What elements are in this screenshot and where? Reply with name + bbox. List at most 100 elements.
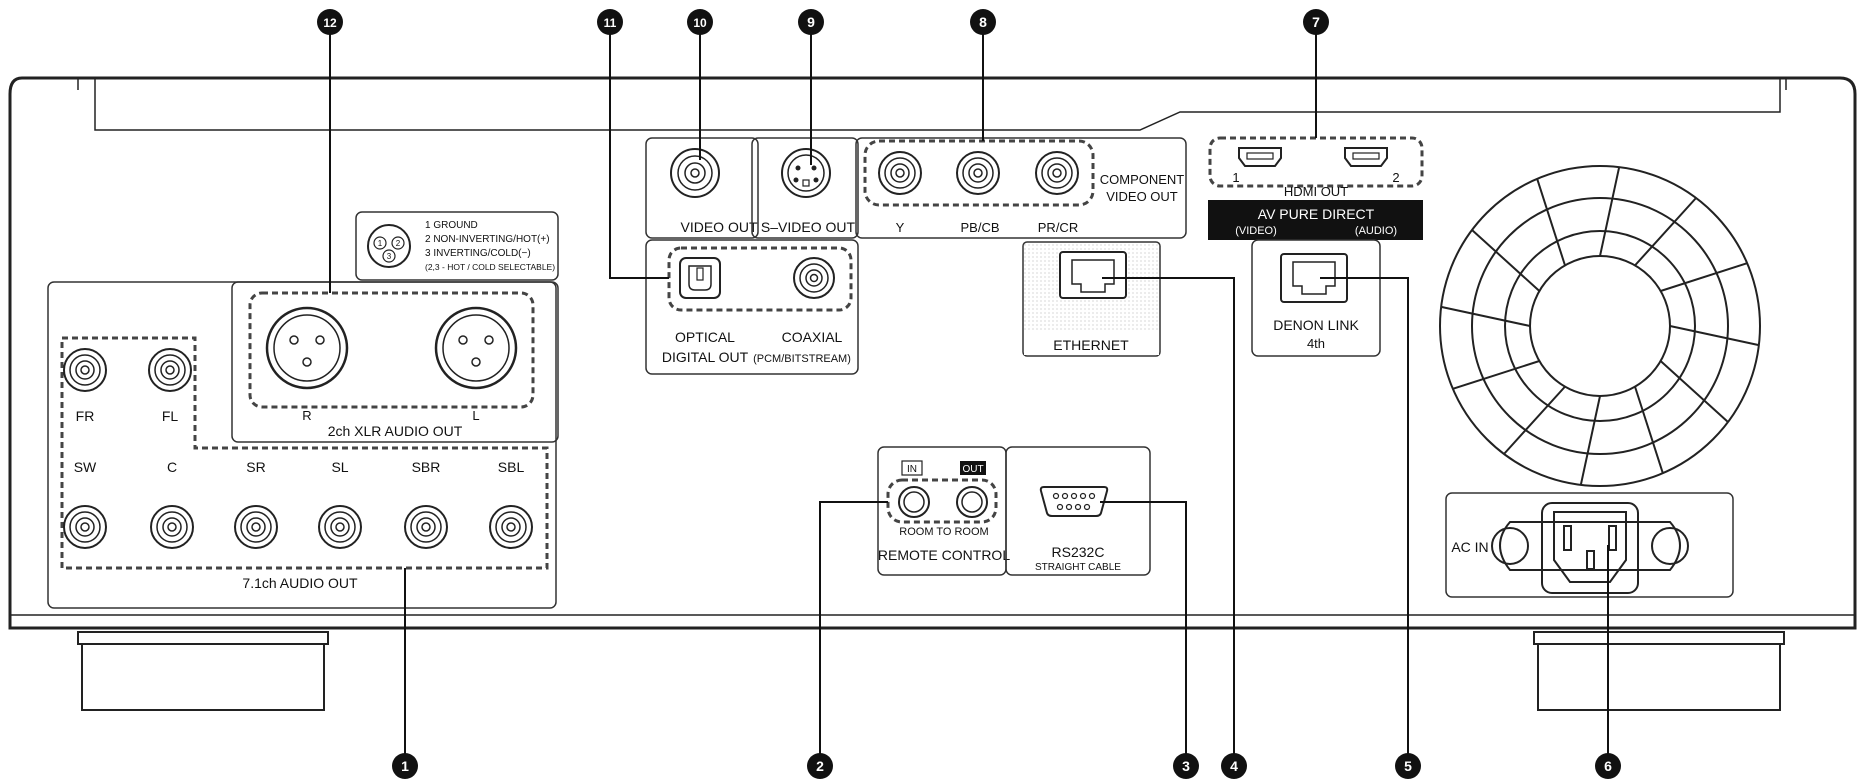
rs232c-title: RS232C xyxy=(1052,544,1105,560)
callout-8: 8 xyxy=(970,9,996,35)
fan-spoke xyxy=(1440,305,1531,327)
optical-jack[interactable] xyxy=(679,257,721,299)
audio-71-title: 7.1ch AUDIO OUT xyxy=(242,575,358,591)
fan-spoke xyxy=(1599,166,1621,257)
svg-text:10: 10 xyxy=(693,16,707,30)
fan-spoke xyxy=(1579,395,1601,486)
ac-inlet[interactable] xyxy=(1491,502,1689,594)
jack-sw[interactable] xyxy=(63,505,107,549)
label-fl: FL xyxy=(162,408,179,424)
remote-out-box xyxy=(960,461,986,475)
callout-3: 3 xyxy=(1173,753,1199,779)
xlr-title: 2ch XLR AUDIO OUT xyxy=(328,423,463,439)
digital-out-title: DIGITAL OUT xyxy=(662,349,749,365)
jack-sbr[interactable] xyxy=(404,505,448,549)
jack-sr[interactable] xyxy=(234,505,278,549)
callout-10: 10 xyxy=(687,9,713,35)
pin-2: 2 xyxy=(396,239,401,248)
jack-video-out[interactable] xyxy=(670,148,720,198)
callout-2: 2 xyxy=(807,753,833,779)
s-video-label: S–VIDEO OUT xyxy=(761,219,856,235)
audio-71-dashed-outline xyxy=(60,336,549,570)
svg-text:11: 11 xyxy=(604,16,617,30)
jack-c[interactable] xyxy=(150,505,194,549)
jack-pb-cb[interactable] xyxy=(956,151,1000,195)
rs232c-port[interactable] xyxy=(1039,486,1109,517)
component-dashed-outline xyxy=(863,139,1095,207)
fan-spoke xyxy=(1634,197,1697,267)
jack-y[interactable] xyxy=(878,151,922,195)
hdmi-port-2[interactable] xyxy=(1344,147,1388,167)
right-foot xyxy=(1533,631,1785,711)
label-pr-cr: PR/CR xyxy=(1038,220,1078,235)
cooling-fan xyxy=(1439,165,1761,487)
label-fr: FR xyxy=(76,408,95,424)
denon-link-label-1: DENON LINK xyxy=(1273,317,1359,333)
coaxial-jack[interactable] xyxy=(793,257,835,299)
svg-text:5: 5 xyxy=(1404,758,1412,774)
label-sw: SW xyxy=(74,459,97,475)
hdmi-port-1-label: 1 xyxy=(1232,170,1239,185)
s-video-jack[interactable] xyxy=(781,148,831,198)
rs232c-subtitle: STRAIGHT CABLE xyxy=(1035,562,1121,573)
ac-in-panel xyxy=(1445,492,1734,598)
remote-in-label: IN xyxy=(907,464,917,475)
jack-pr-cr[interactable] xyxy=(1035,151,1079,195)
remote-in-jack[interactable] xyxy=(898,486,930,518)
callout-12: 12 xyxy=(317,9,343,35)
label-c: C xyxy=(167,459,177,475)
pin-1: 1 xyxy=(378,239,383,248)
ethernet-port[interactable] xyxy=(1059,251,1127,299)
xlr-jack-r[interactable] xyxy=(265,306,349,390)
remote-dashed-outline xyxy=(886,478,998,524)
xlr-legend-line-3: 3 INVERTING/COLD(−) xyxy=(425,248,531,259)
callout-9: 9 xyxy=(798,9,824,35)
denon-link-port[interactable] xyxy=(1280,253,1348,303)
xlr-dashed-outline xyxy=(248,291,535,409)
fan-spoke xyxy=(1660,262,1748,292)
remote-in-box xyxy=(901,460,923,476)
jack-sl[interactable] xyxy=(318,505,362,549)
svg-text:2: 2 xyxy=(816,758,824,774)
ethernet-label-bg xyxy=(1024,330,1159,355)
jack-fl[interactable] xyxy=(148,348,192,392)
fan-spoke xyxy=(1471,229,1541,292)
svg-text:4: 4 xyxy=(1230,758,1238,774)
av-pure-direct-band xyxy=(1208,200,1423,240)
svg-text:9: 9 xyxy=(807,14,815,30)
component-panel xyxy=(855,137,1187,239)
digital-out-panel xyxy=(645,239,859,375)
hdmi-port-1[interactable] xyxy=(1238,147,1282,167)
video-out-label: VIDEO OUT xyxy=(680,219,757,235)
ac-in-label: AC IN xyxy=(1451,539,1488,555)
av-pure-direct-label: AV PURE DIRECT xyxy=(1258,206,1375,222)
remote-out-label: OUT xyxy=(962,464,983,475)
callout-4: 4 xyxy=(1221,753,1247,779)
optical-label: OPTICAL xyxy=(675,329,735,345)
svg-text:3: 3 xyxy=(1182,758,1190,774)
pin-3: 3 xyxy=(387,252,392,261)
ethernet-label: ETHERNET xyxy=(1053,337,1129,353)
leader-lines xyxy=(329,26,1609,768)
chassis xyxy=(8,76,1857,630)
fan-spoke xyxy=(1634,386,1664,474)
xlr-jack-l[interactable] xyxy=(434,306,518,390)
left-foot xyxy=(77,631,329,711)
hdmi-port-2-label: 2 xyxy=(1392,170,1399,185)
denon-link-label-2: 4th xyxy=(1307,336,1325,351)
av-pure-direct-video: (VIDEO) xyxy=(1235,225,1277,237)
denon-link-panel xyxy=(1251,239,1381,357)
xlr-pin-diagram: 1 2 3 xyxy=(367,224,411,268)
rs232c-panel xyxy=(1005,446,1151,576)
digital-out-subtitle: (PCM/BITSTREAM) xyxy=(753,353,851,365)
component-title-2: VIDEO OUT xyxy=(1106,189,1178,204)
hdmi-title: HDMI OUT xyxy=(1284,184,1348,199)
xlr-label-r: R xyxy=(302,408,311,423)
remote-out-jack[interactable] xyxy=(956,486,988,518)
component-title-1: COMPONENT xyxy=(1100,172,1185,187)
svg-text:12: 12 xyxy=(323,16,337,30)
jack-fr[interactable] xyxy=(63,348,107,392)
s-video-panel xyxy=(751,137,859,239)
remote-control-title: REMOTE CONTROL xyxy=(878,547,1010,563)
jack-sbl[interactable] xyxy=(489,505,533,549)
